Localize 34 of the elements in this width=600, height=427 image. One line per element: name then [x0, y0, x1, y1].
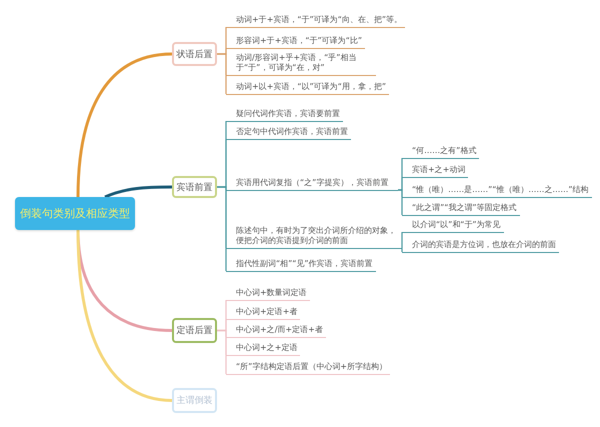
subtopic-label: “惟（唯）……是……”“惟（唯）……之……”结构	[402, 184, 592, 198]
subtopic-label: 介词的宾语是方位词，也放在介词的前面	[402, 240, 559, 253]
subtopic-label: “所”字结构定语后置（中心词+所字结构）	[226, 362, 390, 375]
topic-box: 宾语前置	[172, 176, 217, 198]
subtopic-label: 动词+以+宾语，“以”可译为“用，拿，把”	[226, 82, 389, 95]
branch-line	[217, 186, 227, 271]
subtopic-label: 以介词“以”和“于”为常见	[402, 220, 504, 233]
subtopic-label: “此之谓”“我之谓”等固定格式	[402, 202, 520, 216]
subtopic-label: 形容词+于+宾语，“于”可译为“比”	[226, 36, 365, 49]
branch-line	[104, 186, 172, 198]
subtopic-label: 陈述句中，有时为了突出介词所介绍的对象，便把介词的宾语提到介词的前面	[226, 226, 402, 249]
branch-line	[217, 53, 227, 94]
branch-line	[217, 330, 227, 374]
subtopic-label: 宾语用代词复指（“之”字提宾），宾语前置	[226, 178, 398, 191]
topic-box: 定语后置	[172, 318, 217, 343]
branch-line	[401, 232, 403, 249]
branch-line	[401, 247, 403, 252]
topic-box: 状语后置	[172, 42, 217, 66]
branch-line	[76, 230, 172, 402]
subtopic-label: 中心词+定语+者	[226, 306, 300, 320]
subtopic-label: 指代性副词“相”“见”作宾语，宾语前置	[226, 258, 376, 272]
topic-box: 主谓倒装	[172, 388, 217, 413]
subtopic-label: 宾语+之+动词	[402, 164, 468, 178]
branch-line	[76, 52, 172, 198]
branch-line	[398, 189, 403, 215]
subtopic-label: 动词+于+宾语，“于”可译为“向、在、把”等。	[226, 14, 405, 28]
central-topic-box: 倒装句类别及相应类型	[15, 197, 135, 230]
subtopic-label: 中心词+数量词定语	[226, 288, 310, 301]
subtopic-label: 疑问代词作宾语，宾语要前置	[226, 108, 343, 122]
subtopic-label: 中心词+之/而+定语+者	[226, 324, 326, 338]
subtopic-label: 中心词+之+定语	[226, 342, 300, 356]
subtopic-label: 否定句中代词作宾语，宾语前置	[226, 126, 351, 140]
subtopic-label: 动词/形容词+乎+宾语，“乎”相当于“于”，可译为“在，对”	[226, 52, 376, 76]
subtopic-label: “何……之有”格式	[402, 146, 480, 159]
